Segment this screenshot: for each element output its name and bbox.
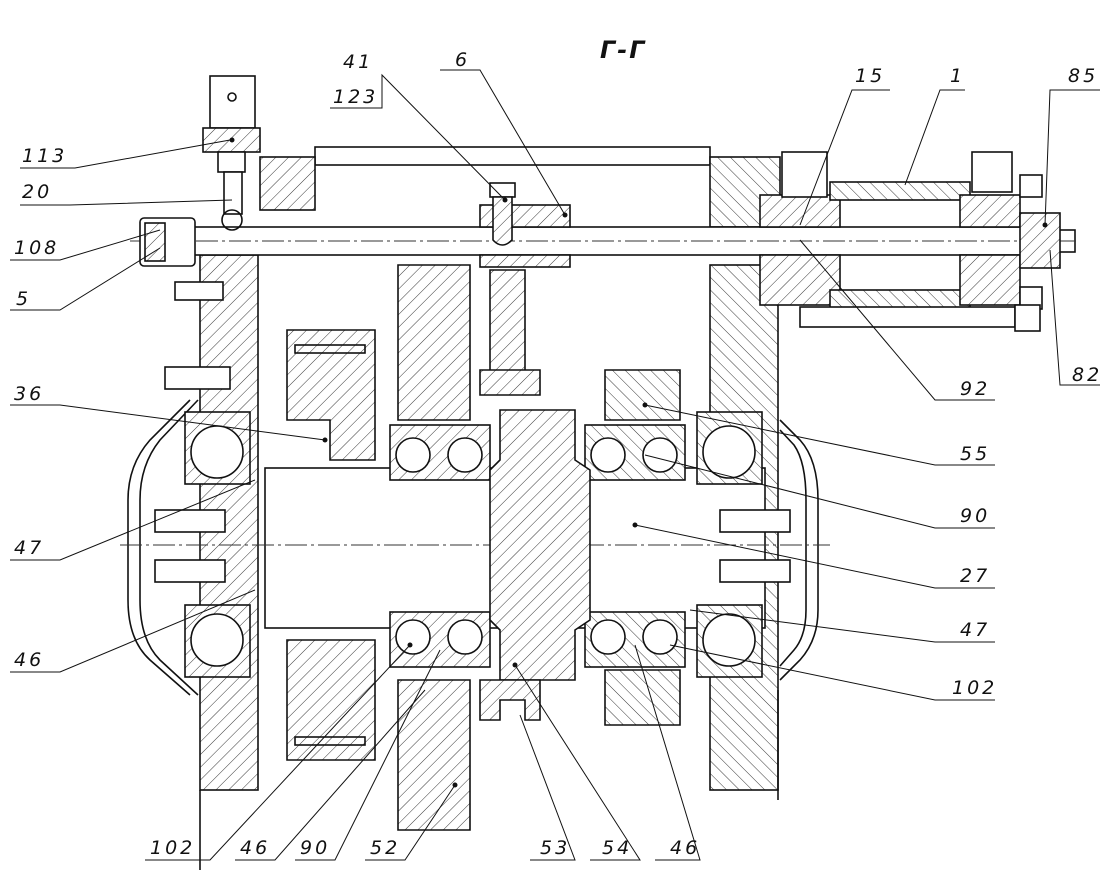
callout-108: 108 (14, 237, 59, 259)
callout-102-bottom: 102 (150, 837, 195, 859)
left-bolt-upper (174, 281, 224, 301)
callout-53: 53 (540, 837, 570, 859)
callout-92: 92 (960, 378, 990, 400)
gear-52 (397, 264, 471, 831)
callout-46-bottom-2: 46 (670, 837, 700, 859)
end-bolt-right-top (719, 509, 791, 533)
sync-hub (479, 409, 591, 721)
callout-41: 41 (343, 51, 373, 73)
shift-rod (130, 226, 1080, 256)
callout-54: 54 (602, 837, 632, 859)
inner-bearing-right (584, 424, 686, 668)
callout-5: 5 (16, 288, 31, 310)
detent-housing (759, 151, 1061, 332)
left-bolt-lower (164, 366, 231, 390)
right-cover (779, 419, 819, 681)
callout-55: 55 (960, 443, 990, 465)
callout-90-bottom: 90 (300, 837, 330, 859)
end-bolt-left-top (154, 509, 226, 533)
callout-15: 15 (855, 65, 885, 87)
callout-27: 27 (960, 565, 990, 587)
gear-55 (604, 369, 681, 726)
left-cover (127, 399, 191, 696)
end-bolt-right-bottom (719, 559, 791, 583)
callout-labels: 41 123 6 15 1 85 113 20 108 5 36 47 46 9… (14, 49, 1102, 859)
callout-47-right: 47 (960, 619, 990, 641)
callout-20: 20 (22, 181, 52, 203)
callout-85: 85 (1068, 65, 1098, 87)
leader-lines (10, 69, 1100, 861)
callout-123: 123 (333, 86, 378, 108)
callout-102-right: 102 (952, 677, 997, 699)
callout-46-bottom-1: 46 (240, 837, 270, 859)
callout-52: 52 (370, 837, 400, 859)
section-title: Г-Г (600, 36, 647, 64)
outer-bearing-right (696, 411, 763, 678)
callout-113: 113 (22, 145, 67, 167)
sensor-switch (202, 75, 261, 231)
callout-46-left: 46 (14, 649, 44, 671)
callout-82: 82 (1072, 364, 1102, 386)
shift-fork (479, 182, 571, 396)
inner-bearing-left (389, 424, 491, 668)
callout-47-left: 47 (14, 537, 44, 559)
callout-90-right: 90 (960, 505, 990, 527)
callout-36: 36 (14, 383, 44, 405)
callout-1: 1 (950, 65, 965, 87)
outer-bearing-left (184, 411, 251, 678)
end-bolt-left-bottom (154, 559, 226, 583)
callout-6: 6 (455, 49, 470, 71)
gear-36 (286, 329, 376, 761)
